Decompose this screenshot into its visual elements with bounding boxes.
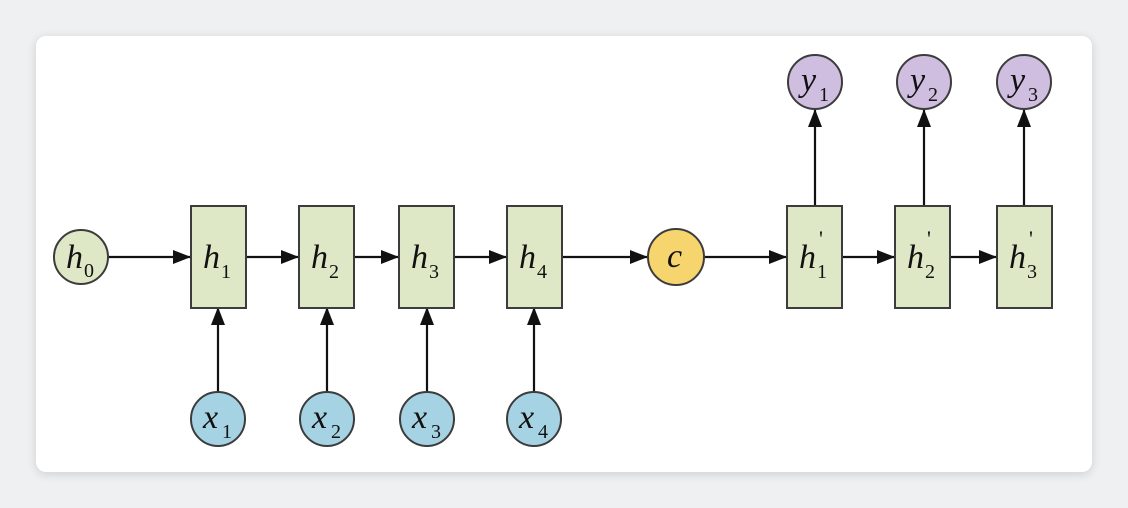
node-hp2-prime: ' (927, 226, 931, 251)
node-y3-shape (996, 54, 1052, 110)
node-hp2-shape (894, 205, 951, 309)
node-hp2-main: h (907, 239, 924, 276)
node-h3: h 3 (398, 205, 455, 309)
node-hp3: h ' 3 (996, 205, 1053, 309)
edges (108, 109, 1031, 392)
node-h3-sub: 3 (429, 261, 439, 283)
node-c-shape (647, 228, 705, 286)
node-x4-shape (506, 391, 562, 447)
node-h0-shape (53, 229, 109, 285)
node-hp1-shape (786, 205, 843, 309)
node-h1-sub: 1 (221, 261, 231, 283)
node-x1-shape (190, 391, 246, 447)
node-h1: h 1 (190, 205, 247, 309)
node-h1-main: h (203, 239, 220, 276)
node-x4: x 4 (506, 391, 562, 447)
node-y2-shape (896, 54, 952, 110)
node-h0-sub: 0 (84, 260, 94, 282)
node-y3-main: y (1007, 62, 1026, 99)
node-h4-main: h (519, 239, 536, 276)
node-h3-main: h (411, 239, 428, 276)
node-h4-shape (506, 205, 563, 309)
node-hp3-sub: 3 (1027, 261, 1037, 283)
node-x1: x 1 (190, 391, 246, 447)
node-h0: h 0 (53, 229, 109, 285)
node-x2-sub: 2 (331, 421, 341, 443)
node-y1: y 1 (787, 54, 843, 110)
node-h1-shape (190, 205, 247, 309)
node-hp1-main: h (799, 239, 816, 276)
node-hp1-prime: ' (819, 226, 823, 251)
node-hp3-main: h (1009, 239, 1026, 276)
node-h3-shape (398, 205, 455, 309)
node-x3-shape (399, 391, 455, 447)
node-hp3-prime: ' (1029, 226, 1033, 251)
node-y3-sub: 3 (1028, 84, 1038, 106)
node-y2-sub: 2 (928, 84, 938, 106)
node-x3-sub: 3 (431, 421, 441, 443)
node-x4-main: x (518, 399, 534, 436)
node-hp1-sub: 1 (817, 261, 827, 283)
node-h2-sub: 2 (329, 261, 339, 283)
node-x2-shape (299, 391, 355, 447)
node-y2-main: y (907, 62, 926, 99)
node-x3-main: x (411, 399, 427, 436)
node-c-main: c (667, 238, 682, 275)
node-h2-shape (298, 205, 355, 309)
node-y2: y 2 (896, 54, 952, 110)
node-x1-sub: 1 (222, 421, 232, 443)
node-x1-main: x (202, 399, 218, 436)
node-h2: h 2 (298, 205, 355, 309)
node-y1-shape (787, 54, 843, 110)
node-x4-sub: 4 (538, 421, 548, 443)
node-x3: x 3 (399, 391, 455, 447)
node-hp3-shape (996, 205, 1053, 309)
node-h0-main: h (66, 239, 83, 276)
node-hp2: h ' 2 (894, 205, 951, 309)
node-x2-main: x (311, 399, 327, 436)
node-c: c (647, 228, 705, 286)
node-h4: h 4 (506, 205, 563, 309)
node-x2: x 2 (299, 391, 355, 447)
node-y3: y 3 (996, 54, 1052, 110)
node-h2-main: h (311, 239, 328, 276)
node-hp1: h ' 1 (786, 205, 843, 309)
node-hp2-sub: 2 (925, 261, 935, 283)
node-y1-sub: 1 (819, 84, 829, 106)
node-y1-main: y (798, 62, 817, 99)
node-h4-sub: 4 (537, 261, 547, 283)
